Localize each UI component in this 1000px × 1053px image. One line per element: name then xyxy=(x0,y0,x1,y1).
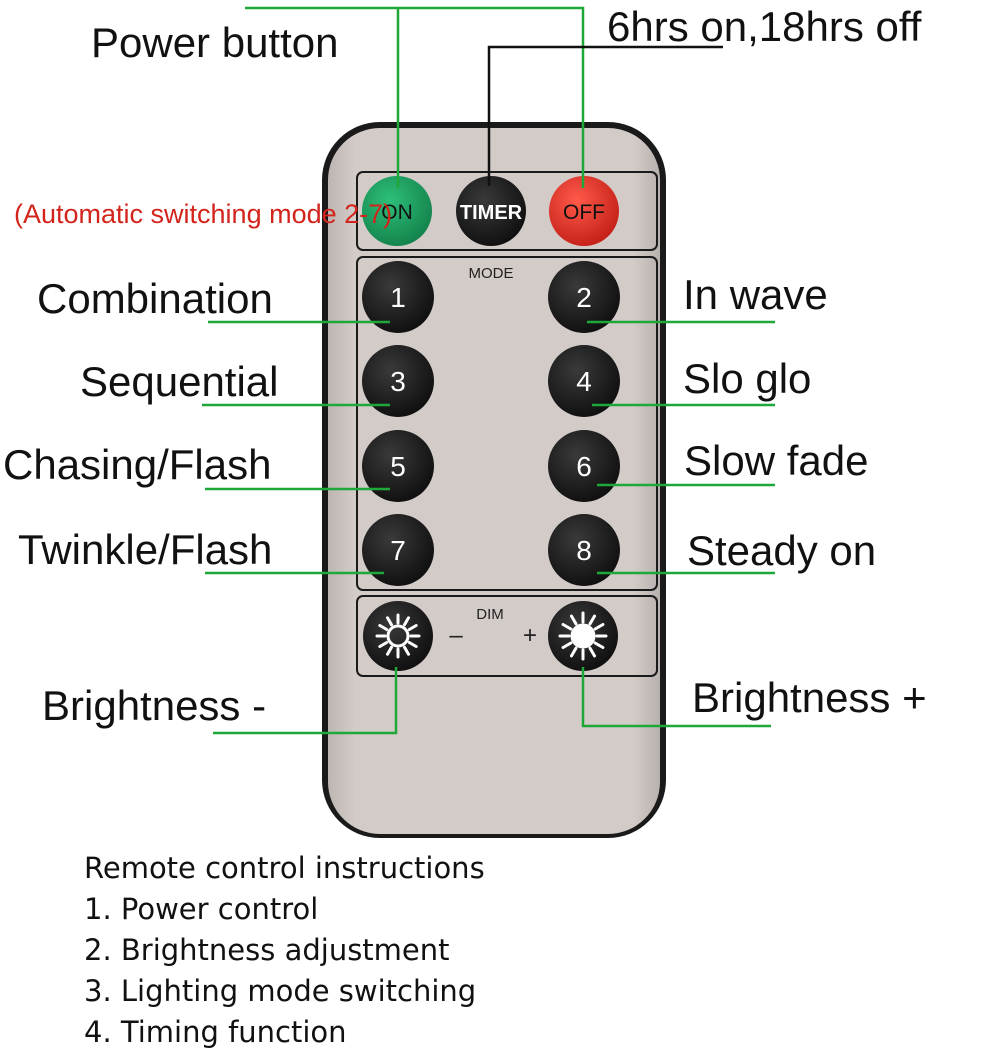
instruction-item-2: 2. Brightness adjustment xyxy=(84,933,450,967)
sun-filled-icon xyxy=(558,611,608,661)
callout-mode-4: Slo glo xyxy=(683,355,812,402)
instructions-title: Remote control instructions xyxy=(84,851,485,885)
sun-outline-icon xyxy=(375,613,421,659)
callout-mode-2: In wave xyxy=(683,271,828,318)
mode-panel xyxy=(356,256,658,591)
dim-panel xyxy=(356,595,658,677)
mode-button-5[interactable]: 5 xyxy=(362,430,434,502)
leader-power-button xyxy=(245,6,585,188)
callout-brightness-plus: Brightness + xyxy=(692,674,927,721)
callout-power-button: Power button xyxy=(91,19,339,66)
mode-label: MODE xyxy=(469,265,514,282)
callout-auto-mode: (Automatic switching mode 2-7) xyxy=(14,199,392,230)
mode-button-label: 6 xyxy=(576,451,592,482)
callout-auto-mode-text: (Automatic switching mode 2-7) xyxy=(14,199,393,229)
mode-button-label: 4 xyxy=(576,366,592,397)
off-button-label: OFF xyxy=(563,201,605,224)
on-button[interactable]: ON xyxy=(362,176,432,246)
off-button[interactable]: OFF xyxy=(549,176,619,246)
on-button-label: ON xyxy=(381,201,413,224)
mode-button-label: 3 xyxy=(390,366,406,397)
callout-mode-6: Slow fade xyxy=(684,437,869,484)
plus-sign: + xyxy=(523,622,537,649)
callout-timer: 6hrs on,18hrs off xyxy=(607,3,922,50)
mode-button-2[interactable]: 2 xyxy=(548,261,620,333)
callout-mode-5: Chasing/Flash xyxy=(3,441,272,488)
mode-button-8[interactable]: 8 xyxy=(548,514,620,586)
mode-button-label: 7 xyxy=(390,535,406,566)
leader-brightness-minus xyxy=(213,667,398,735)
mode-button-3[interactable]: 3 xyxy=(362,345,434,417)
instruction-item-4: 4. Timing function xyxy=(84,1015,347,1049)
power-panel xyxy=(356,171,658,251)
instructions-block: Remote control instructions 1. Power con… xyxy=(84,848,485,1053)
remote-diagram: MODE DIM – + ON TIMER OFF 1 2 3 4 5 6 7 8 xyxy=(202,6,775,838)
mode-buttons: 1 2 3 4 5 6 7 8 xyxy=(362,261,620,586)
callout-brightness-minus: Brightness - xyxy=(42,682,267,729)
mode-button-label: 5 xyxy=(390,451,406,482)
mode-button-label: 2 xyxy=(576,282,592,313)
callout-mode-3: Sequential xyxy=(80,358,279,405)
leader-lines xyxy=(202,6,775,735)
mode-button-4[interactable]: 4 xyxy=(548,345,620,417)
mode-button-label: 8 xyxy=(576,535,592,566)
timer-button[interactable]: TIMER xyxy=(456,176,526,246)
instruction-item-3: 3. Lighting mode switching xyxy=(84,974,477,1008)
mode-button-1[interactable]: 1 xyxy=(362,261,434,333)
instruction-item-1: 1. Power control xyxy=(84,892,319,926)
minus-sign: – xyxy=(449,622,463,649)
leader-timer xyxy=(487,45,723,186)
dim-label: DIM xyxy=(476,606,504,623)
mode-button-label: 1 xyxy=(390,282,406,313)
leader-brightness-plus xyxy=(581,667,771,728)
brightness-down-button[interactable] xyxy=(363,601,433,671)
mode-button-6[interactable]: 6 xyxy=(548,430,620,502)
callout-mode-1: Combination xyxy=(37,275,273,322)
callout-mode-7: Twinkle/Flash xyxy=(18,526,273,573)
brightness-up-button[interactable] xyxy=(548,601,618,671)
callout-mode-8: Steady on xyxy=(687,527,877,574)
mode-button-7[interactable]: 7 xyxy=(362,514,434,586)
timer-button-label: TIMER xyxy=(460,202,523,224)
